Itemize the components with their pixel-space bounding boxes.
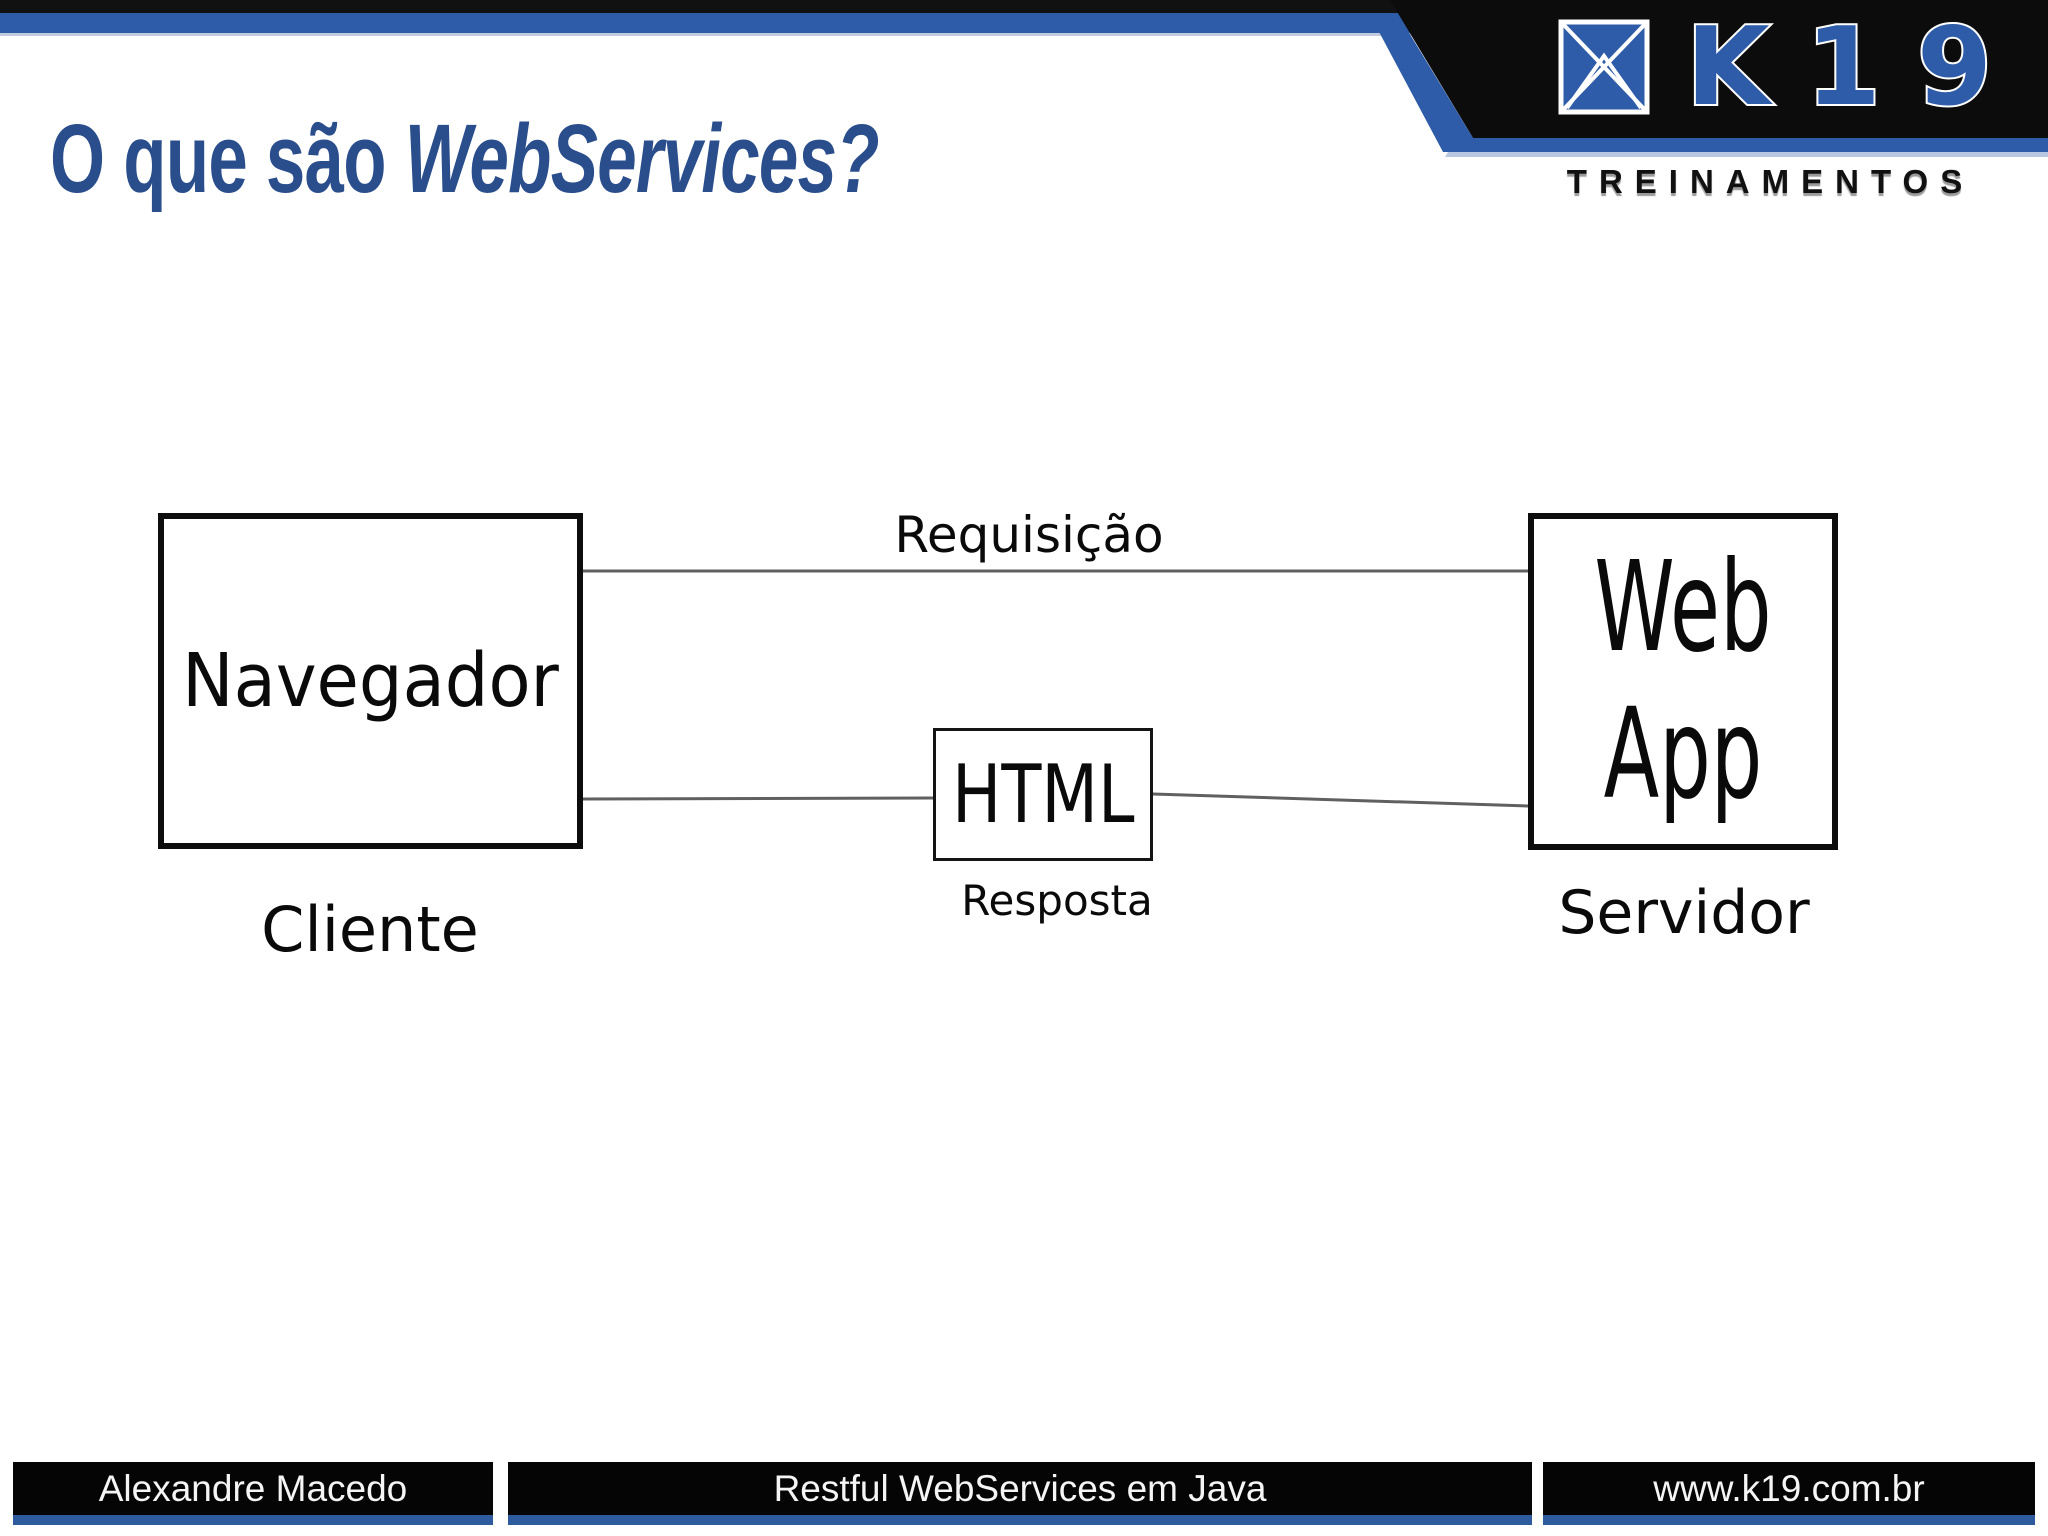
header-corner-decoration — [1369, 0, 2048, 157]
server-box: Web App — [1528, 513, 1838, 850]
response-line-right — [1152, 792, 1529, 808]
corner-light-underline — [1445, 152, 2048, 157]
response-line-left — [582, 796, 934, 801]
corner-black-shape — [1390, 0, 2048, 138]
brand-tagline: TREINAMENTOS — [1566, 163, 1975, 200]
client-box: Navegador — [158, 513, 583, 849]
footer-course-text: Restful WebServices em Java — [773, 1467, 1267, 1509]
response-html-box: HTML — [933, 728, 1153, 861]
client-box-label: Navegador — [182, 638, 559, 724]
k19-logo-text: K19 — [1686, 5, 2028, 130]
response-label: Resposta — [961, 876, 1153, 925]
footer-author-text: Alexandre Macedo — [98, 1467, 408, 1509]
page-title-italic: WebServices? — [404, 103, 880, 213]
footer-author-bar: Alexandre Macedo — [13, 1462, 493, 1525]
k19-logo-icon — [1558, 19, 1650, 115]
footer-site-text: www.k19.com.br — [1653, 1467, 1925, 1509]
request-label: Requisição — [894, 506, 1164, 564]
page-title: O que são WebServices? — [50, 103, 926, 215]
server-box-label: Web App — [1594, 535, 1772, 827]
page-title-regular: O que são — [50, 103, 405, 213]
footer-course-bar: Restful WebServices em Java — [508, 1462, 1532, 1525]
server-caption: Servidor — [1558, 878, 1810, 948]
client-caption: Cliente — [261, 893, 479, 966]
k19-logo: K19 — [1558, 3, 2028, 132]
footer-site-bar: www.k19.com.br — [1543, 1462, 2035, 1525]
corner-blue-stripe — [1369, 13, 2048, 152]
response-html-box-label: HTML — [951, 748, 1135, 841]
